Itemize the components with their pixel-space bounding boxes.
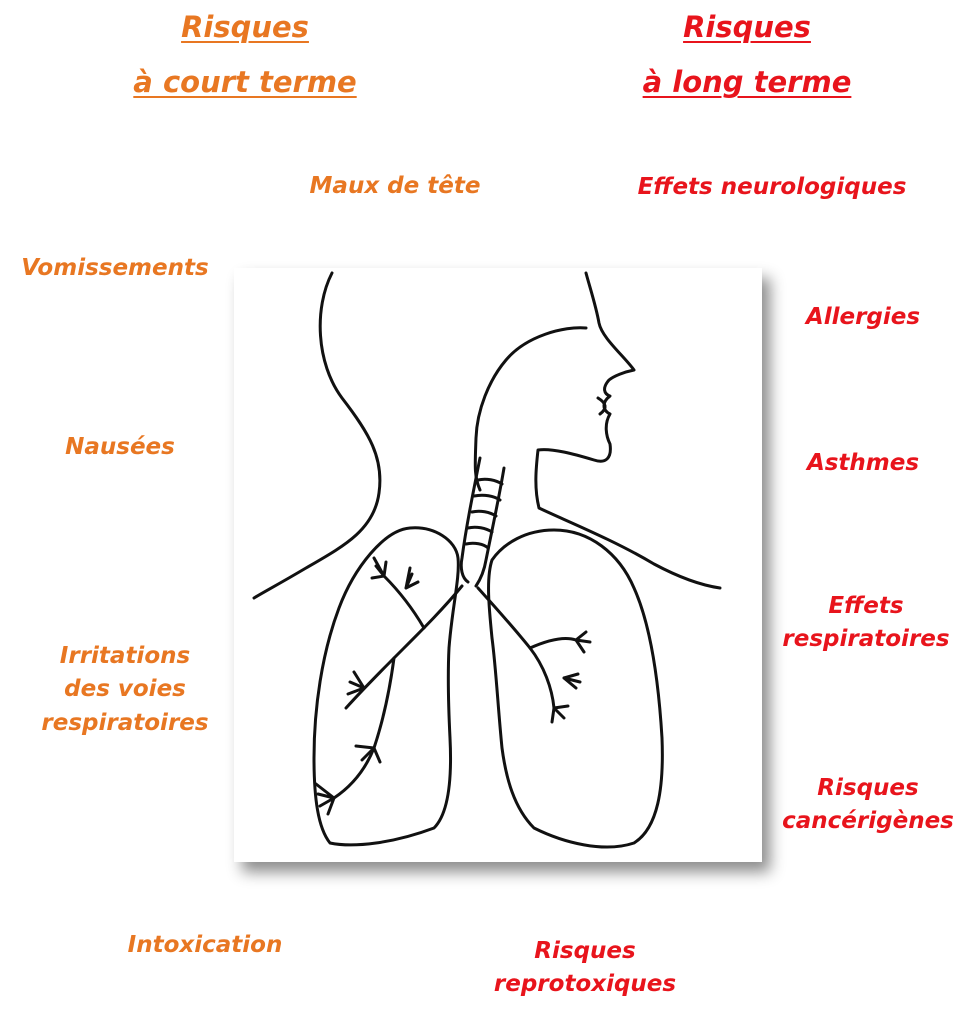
risk-respiratory-irritation: Irritations des voies respiratoires [20, 640, 230, 740]
risk-headache: Maux de tête [290, 170, 500, 203]
short-term-heading-line2: à court terme [110, 65, 380, 100]
trachea-ring-3 [472, 511, 496, 516]
long-term-heading: Risques à long terme [612, 10, 882, 101]
risk-asthma: Asthmes [783, 447, 943, 480]
risk-reprotoxic-line2: reprotoxiques [475, 968, 695, 1001]
bronchus-left-upper [384, 576, 424, 628]
risk-allergies: Allergies [778, 301, 948, 334]
risk-reprotoxic: Risques reprotoxiques [475, 935, 695, 1002]
bronchus-left-lower [334, 658, 394, 798]
long-term-heading-line1: Risques [612, 10, 882, 45]
short-term-heading-line1: Risques [110, 10, 380, 45]
bronchiole-left-upper-2 [406, 568, 418, 588]
risk-respiratory-irritation-line1: Irritations [20, 640, 230, 673]
risk-respiratory-effects-line1: Effets [768, 590, 964, 623]
risk-respiratory-effects: Effets respiratoires [768, 590, 964, 657]
risk-carcinogenic-line1: Risques [770, 772, 966, 805]
bronchiole-left-upper [372, 558, 386, 578]
risk-vomiting: Vomissements [4, 252, 226, 285]
neck-back-outline [254, 273, 380, 598]
short-term-heading: Risques à court terme [110, 10, 380, 101]
trachea-left [461, 458, 480, 582]
respiratory-system-illustration [234, 268, 762, 862]
risk-carcinogenic-line2: cancérigènes [770, 805, 966, 838]
risk-respiratory-irritation-line2: des voies [20, 673, 230, 706]
trachea-ring-1 [478, 479, 502, 484]
risk-carcinogenic: Risques cancérigènes [770, 772, 966, 839]
nasal-cavity [475, 328, 586, 490]
risk-respiratory-effects-line2: respiratoires [768, 623, 964, 656]
risk-reprotoxic-line1: Risques [475, 935, 695, 968]
bronchiole-right-lower [564, 674, 580, 688]
risk-respiratory-irritation-line3: respiratoires [20, 707, 230, 740]
risk-neurological: Effets neurologiques [612, 171, 932, 204]
trachea-ring-5 [466, 543, 488, 548]
trachea-ring-4 [468, 527, 492, 532]
risk-intoxication: Intoxication [105, 929, 305, 962]
bronchus-right-branch [530, 638, 576, 648]
bronchiole-right-mid [552, 706, 568, 722]
long-term-heading-line2: à long terme [612, 65, 882, 100]
respiratory-system-drawing [234, 268, 762, 862]
trachea-ring-2 [474, 495, 500, 500]
bronchiole-right-upper [576, 632, 590, 652]
face-profile-outline [536, 273, 720, 588]
risk-nausea: Nausées [40, 431, 200, 464]
